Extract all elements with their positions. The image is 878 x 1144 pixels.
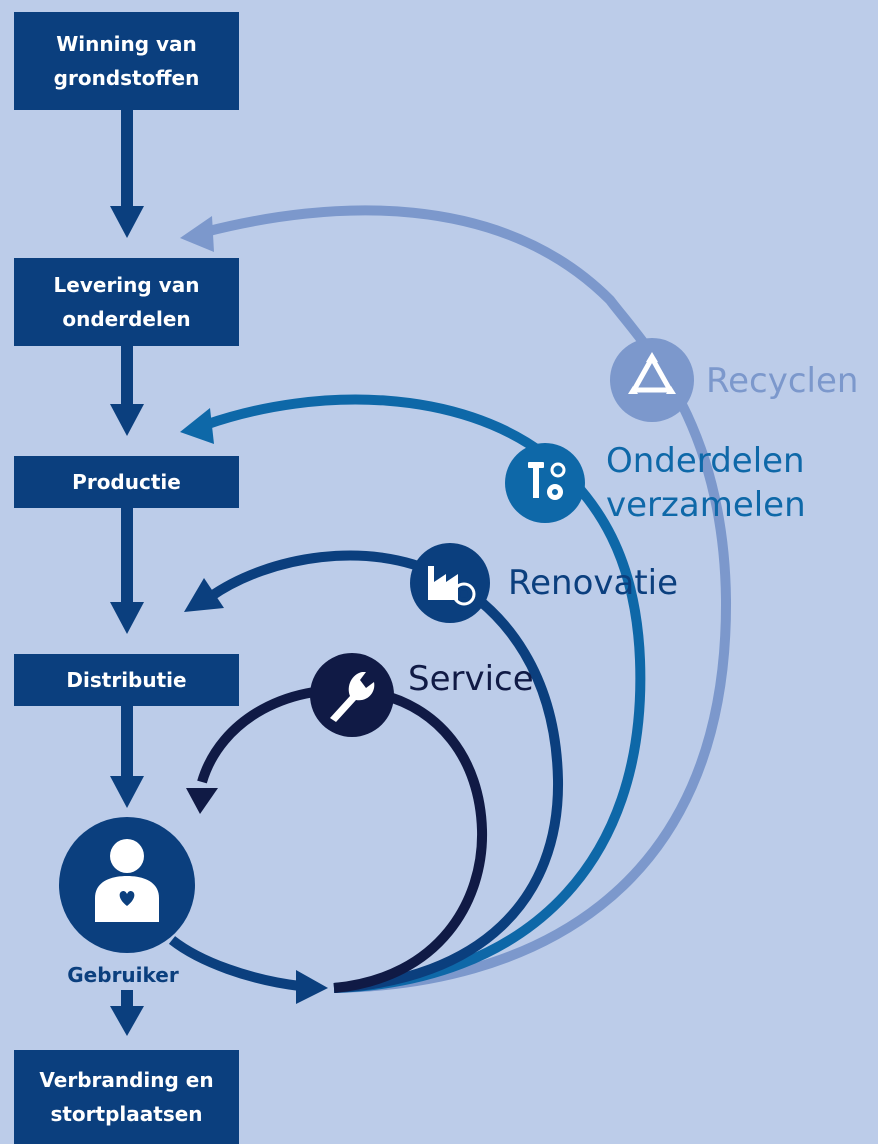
arrow-distributie-to-gebruiker bbox=[110, 706, 144, 808]
arrow-winning-to-levering bbox=[110, 110, 144, 238]
onderdelen-badge bbox=[505, 443, 585, 523]
loop-service bbox=[186, 684, 488, 993]
arrow-gebruiker-to-verbranding bbox=[110, 990, 144, 1036]
recycle-badge bbox=[610, 338, 694, 422]
stage-verbranding-stortplaatsen: Verbranding en stortplaatsen bbox=[14, 1050, 239, 1144]
loop-renovatie-path bbox=[207, 550, 564, 993]
stage-productie: Productie bbox=[14, 456, 239, 508]
loop-onderdelen-arrowhead bbox=[180, 408, 214, 444]
stage-levering-onderdelen: Levering van onderdelen bbox=[14, 258, 239, 346]
loop-recyclen bbox=[180, 205, 732, 993]
loop-recyclen-arrowhead bbox=[180, 216, 214, 252]
loop-renovatie bbox=[184, 550, 564, 993]
tools-gear-icon bbox=[528, 462, 566, 500]
recycle-icon bbox=[628, 352, 676, 394]
loop-onderdelen bbox=[180, 394, 646, 993]
flow-arrows bbox=[110, 110, 144, 1036]
loop-label-renovatie: Renovatie bbox=[508, 563, 678, 603]
service-badge bbox=[310, 653, 394, 737]
stage-distributie: Distributie bbox=[14, 654, 239, 706]
factory-refresh-icon bbox=[428, 566, 476, 606]
user-heart-icon bbox=[95, 839, 159, 922]
loop-service-arrowhead bbox=[186, 788, 218, 814]
loop-renovatie-arrowhead bbox=[184, 578, 224, 612]
loop-onderdelen-path bbox=[203, 394, 646, 993]
renovatie-badge bbox=[410, 543, 490, 623]
wrench-icon bbox=[330, 672, 375, 722]
loop-recyclen-path bbox=[203, 205, 732, 993]
gebruiker-node bbox=[59, 817, 195, 953]
gebruiker-label: Gebruiker bbox=[67, 963, 179, 987]
loop-label-service: Service bbox=[408, 659, 534, 699]
stage-winning-grondstoffen: Winning van grondstoffen bbox=[14, 12, 239, 110]
loop-label-verzamelen: verzamelen bbox=[606, 485, 806, 525]
loop-label-recyclen: Recyclen bbox=[706, 361, 858, 401]
loop-service-path bbox=[197, 684, 488, 993]
loop-label-onderdelen: Onderdelen bbox=[606, 441, 805, 481]
arrow-productie-to-distributie bbox=[110, 508, 144, 634]
arrow-gebruiker-to-loops bbox=[168, 936, 328, 1004]
arrow-levering-to-productie bbox=[110, 346, 144, 436]
